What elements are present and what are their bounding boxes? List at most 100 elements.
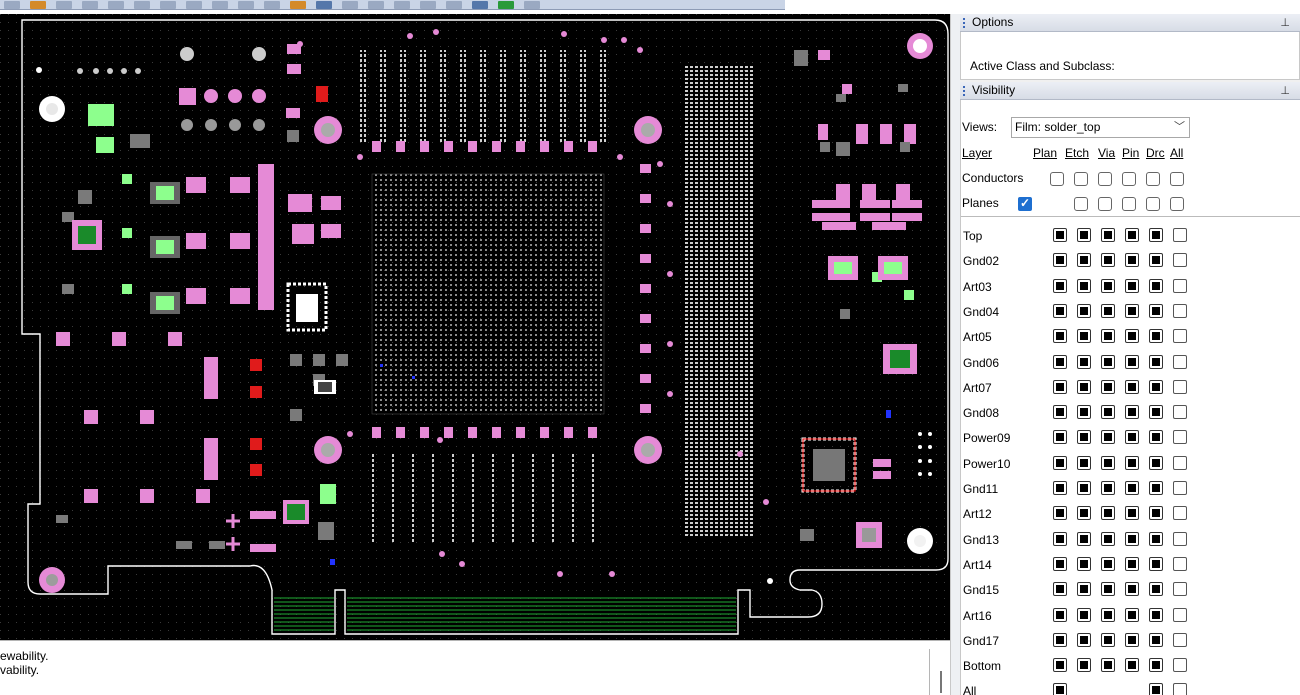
layer-visibility-checkbox[interactable] bbox=[1149, 228, 1163, 242]
layer-visibility-checkbox[interactable] bbox=[1125, 556, 1139, 571]
pcb-layout[interactable] bbox=[0, 14, 950, 640]
conductors-pin-checkbox[interactable] bbox=[1098, 172, 1112, 186]
layer-visibility-checkbox[interactable] bbox=[1077, 455, 1091, 470]
layer-visibility-checkbox[interactable] bbox=[1125, 329, 1139, 344]
pushpin-icon[interactable]: ⊥ bbox=[1280, 85, 1290, 97]
layer-visibility-checkbox[interactable] bbox=[1101, 329, 1115, 344]
layer-all-checkbox[interactable] bbox=[1173, 253, 1187, 268]
layer-visibility-checkbox[interactable] bbox=[1101, 607, 1115, 622]
layer-visibility-checkbox[interactable] bbox=[1101, 582, 1115, 597]
toolbar-button[interactable] bbox=[186, 1, 202, 9]
layer-visibility-checkbox[interactable] bbox=[1125, 632, 1139, 647]
pushpin-icon[interactable]: ⊥ bbox=[1280, 17, 1290, 29]
toolbar-button[interactable] bbox=[446, 1, 462, 9]
layer-all-checkbox[interactable] bbox=[1173, 531, 1187, 546]
layer-visibility-checkbox[interactable] bbox=[1077, 531, 1091, 546]
layer-visibility-checkbox[interactable] bbox=[1077, 506, 1091, 521]
conductors-via-checkbox[interactable] bbox=[1074, 172, 1088, 186]
layer-visibility-checkbox[interactable] bbox=[1149, 354, 1163, 369]
layer-visibility-checkbox[interactable] bbox=[1125, 455, 1139, 470]
layer-visibility-checkbox[interactable] bbox=[1101, 531, 1115, 546]
layer-visibility-checkbox[interactable] bbox=[1053, 228, 1067, 242]
layer-all-checkbox[interactable] bbox=[1173, 405, 1187, 420]
layer-visibility-checkbox[interactable] bbox=[1125, 430, 1139, 445]
layer-all-checkbox[interactable] bbox=[1173, 455, 1187, 470]
views-dropdown[interactable]: Film: solder_top ﹀ bbox=[1011, 117, 1190, 138]
layer-visibility-checkbox[interactable] bbox=[1149, 303, 1163, 318]
toolbar-button[interactable] bbox=[160, 1, 176, 9]
layer-all-checkbox[interactable] bbox=[1173, 481, 1187, 495]
layer-all-checkbox[interactable] bbox=[1173, 354, 1187, 369]
layer-visibility-checkbox[interactable] bbox=[1125, 658, 1139, 673]
all-header[interactable]: All bbox=[1170, 146, 1184, 160]
toolbar-button[interactable] bbox=[524, 1, 540, 9]
drc-header[interactable]: Drc bbox=[1146, 146, 1165, 160]
layer-visibility-checkbox[interactable] bbox=[1077, 303, 1091, 318]
layer-visibility-checkbox[interactable] bbox=[1125, 582, 1139, 597]
layer-all-checkbox[interactable] bbox=[1173, 607, 1187, 622]
toolbar-button[interactable] bbox=[212, 1, 228, 9]
layer-visibility-checkbox[interactable] bbox=[1149, 253, 1163, 268]
via-header[interactable]: Via bbox=[1098, 146, 1116, 160]
toolbar-button[interactable] bbox=[316, 1, 332, 9]
layer-visibility-checkbox[interactable] bbox=[1125, 506, 1139, 521]
conductors-drc-checkbox[interactable] bbox=[1122, 172, 1136, 186]
layer-visibility-checkbox[interactable] bbox=[1077, 278, 1091, 293]
layer-visibility-checkbox[interactable] bbox=[1053, 455, 1067, 470]
layer-visibility-checkbox[interactable] bbox=[1053, 531, 1067, 546]
layer-visibility-checkbox[interactable] bbox=[1101, 632, 1115, 647]
layer-visibility-checkbox[interactable] bbox=[1077, 658, 1091, 673]
layer-visibility-checkbox[interactable] bbox=[1053, 303, 1067, 318]
layer-visibility-checkbox[interactable] bbox=[1053, 632, 1067, 647]
layer-all-checkbox[interactable] bbox=[1173, 379, 1187, 394]
layer-all-checkbox[interactable] bbox=[1173, 658, 1187, 673]
layer-all-checkbox[interactable] bbox=[1173, 228, 1187, 242]
layer-visibility-checkbox[interactable] bbox=[1077, 253, 1091, 268]
layer-visibility-checkbox[interactable] bbox=[1149, 531, 1163, 546]
layer-all-checkbox[interactable] bbox=[1173, 683, 1187, 695]
toolbar-button[interactable] bbox=[342, 1, 358, 9]
layer-visibility-checkbox[interactable] bbox=[1125, 278, 1139, 293]
layer-header[interactable]: Layer bbox=[962, 146, 993, 160]
toolbar-button[interactable] bbox=[134, 1, 150, 9]
layer-visibility-checkbox[interactable] bbox=[1077, 607, 1091, 622]
toolbar-button[interactable] bbox=[394, 1, 410, 9]
layer-visibility-checkbox[interactable] bbox=[1077, 556, 1091, 571]
layer-all-checkbox[interactable] bbox=[1173, 632, 1187, 647]
toolbar-button[interactable] bbox=[4, 1, 20, 9]
toolbar-button[interactable] bbox=[264, 1, 280, 9]
layer-visibility-checkbox[interactable] bbox=[1125, 405, 1139, 420]
layer-visibility-checkbox[interactable] bbox=[1149, 683, 1163, 695]
planes-drc-checkbox[interactable] bbox=[1122, 197, 1136, 211]
planes-pin-checkbox[interactable] bbox=[1098, 197, 1112, 211]
toolbar-button[interactable] bbox=[472, 1, 488, 9]
conductors-extra-checkbox[interactable] bbox=[1170, 172, 1184, 186]
layer-visibility-checkbox[interactable] bbox=[1149, 329, 1163, 344]
layer-visibility-checkbox[interactable] bbox=[1053, 253, 1067, 268]
toolbar-button[interactable] bbox=[82, 1, 98, 9]
layer-visibility-checkbox[interactable] bbox=[1053, 658, 1067, 673]
layer-visibility-checkbox[interactable] bbox=[1053, 379, 1067, 394]
toolbar-button[interactable] bbox=[56, 1, 72, 9]
layer-visibility-checkbox[interactable] bbox=[1077, 430, 1091, 445]
layer-all-checkbox[interactable] bbox=[1173, 278, 1187, 293]
layer-visibility-checkbox[interactable] bbox=[1053, 430, 1067, 445]
conductors-all-checkbox[interactable] bbox=[1146, 172, 1160, 186]
layer-visibility-checkbox[interactable] bbox=[1125, 303, 1139, 318]
layer-visibility-checkbox[interactable] bbox=[1149, 582, 1163, 597]
layer-visibility-checkbox[interactable] bbox=[1149, 481, 1163, 495]
layer-visibility-checkbox[interactable] bbox=[1077, 354, 1091, 369]
layer-visibility-checkbox[interactable] bbox=[1101, 379, 1115, 394]
layer-visibility-checkbox[interactable] bbox=[1101, 303, 1115, 318]
layer-visibility-checkbox[interactable] bbox=[1149, 658, 1163, 673]
layer-visibility-checkbox[interactable] bbox=[1125, 607, 1139, 622]
layer-visibility-checkbox[interactable] bbox=[1077, 632, 1091, 647]
layer-visibility-checkbox[interactable] bbox=[1053, 506, 1067, 521]
layer-visibility-checkbox[interactable] bbox=[1053, 556, 1067, 571]
toolbar-button[interactable] bbox=[290, 1, 306, 9]
layer-visibility-checkbox[interactable] bbox=[1101, 354, 1115, 369]
layer-all-checkbox[interactable] bbox=[1173, 303, 1187, 318]
layer-visibility-checkbox[interactable] bbox=[1101, 658, 1115, 673]
layer-visibility-checkbox[interactable] bbox=[1149, 278, 1163, 293]
layer-visibility-checkbox[interactable] bbox=[1101, 481, 1115, 495]
